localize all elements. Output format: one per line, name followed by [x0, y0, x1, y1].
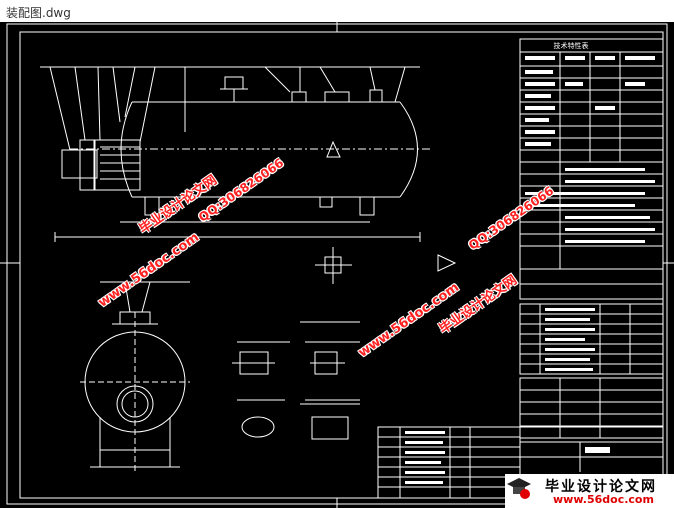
title-bar: 装配图.dwg [0, 0, 674, 23]
site-logo: 毕业设计论文网 www.56doc.com [505, 474, 674, 508]
table-fills [405, 56, 655, 484]
graduation-cap-icon [507, 478, 531, 499]
outer-frame [6, 23, 668, 505]
logo-title: 毕业设计论文网 [545, 479, 657, 495]
cad-drawing: 技术特性表 [0, 22, 674, 508]
table-heading: 技术特性表 [554, 41, 589, 50]
drawing-canvas[interactable]: 技术特性表 毕业设计论文网 QQ:306826066 www.56doc.com… [0, 22, 674, 508]
logo-url: www.56doc.com [553, 493, 654, 506]
detail-views [232, 321, 360, 440]
tech-table [519, 38, 664, 439]
window-title: 装配图.dwg [6, 6, 71, 20]
vessel-end-view [80, 281, 190, 472]
vessel-side-view [40, 66, 430, 242]
